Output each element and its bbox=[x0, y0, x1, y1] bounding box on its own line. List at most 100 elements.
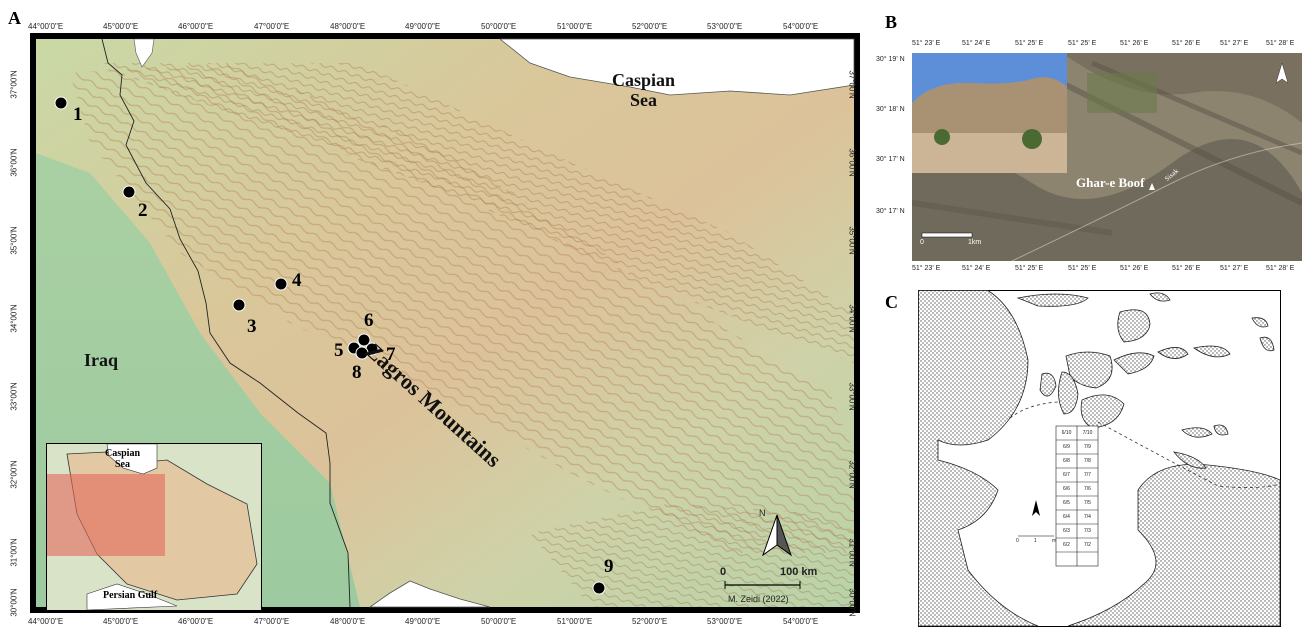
b-lat-tick: 30° 18' N bbox=[876, 106, 905, 113]
grid-cell: 6/2 bbox=[1063, 542, 1070, 548]
b-lon-tick: 51° 25' E bbox=[1015, 265, 1044, 272]
lat-tick: 37°00'N bbox=[847, 70, 857, 99]
lat-tick: 33°00'N bbox=[847, 382, 857, 411]
lon-tick: 49°00'0"E bbox=[405, 22, 441, 31]
grid-cell: 7/6 bbox=[1084, 486, 1091, 492]
grid-cell: 7/9 bbox=[1084, 444, 1091, 450]
lon-tick: 46°00'0"E bbox=[178, 617, 214, 626]
b-lon-tick: 51° 25' E bbox=[1068, 265, 1097, 272]
scale-bar-b bbox=[921, 232, 973, 238]
lon-tick: 49°00'0"E bbox=[405, 617, 441, 626]
grid-cell: 6/6 bbox=[1063, 486, 1070, 492]
lon-tick: 44°00'0"E bbox=[28, 617, 64, 626]
lon-tick: 48°00'0"E bbox=[330, 22, 366, 31]
b-lon-tick: 51° 28' E bbox=[1266, 40, 1295, 47]
inset-caspian-line-1: Caspian bbox=[105, 448, 141, 459]
grid-cell: 6/8 bbox=[1063, 458, 1070, 464]
site-label-3: 3 bbox=[247, 316, 257, 337]
cave-plan bbox=[918, 290, 1281, 627]
b-lon-tick: 51° 26' E bbox=[1120, 265, 1149, 272]
grid-cell: 6/9 bbox=[1063, 444, 1070, 450]
grid-cell: 6/3 bbox=[1063, 528, 1070, 534]
lon-tick: 52°00'0"E bbox=[632, 617, 668, 626]
iraq-label: Iraq bbox=[84, 350, 119, 370]
lon-tick: 47°00'0"E bbox=[254, 617, 290, 626]
inset-gulf-label: Persian Gulf bbox=[103, 590, 158, 601]
lat-tick: 37°00'N bbox=[9, 70, 19, 99]
inset-caspian-label: Caspian Sea bbox=[105, 448, 140, 470]
b-lon-tick: 51° 27' E bbox=[1220, 265, 1249, 272]
b-lon-tick: 51° 23' E bbox=[912, 40, 941, 47]
satellite-image bbox=[912, 53, 1302, 261]
b-lon-tick: 51° 23' E bbox=[912, 265, 941, 272]
b-lat-tick: 30° 17' N bbox=[876, 208, 905, 215]
grid-cell: 7/10 bbox=[1082, 430, 1093, 436]
grid-cell: 7/7 bbox=[1084, 472, 1091, 478]
lon-tick: 45°00'0"E bbox=[103, 22, 139, 31]
satellite-panel: Ghar-e Boof Sisak 0 1km bbox=[912, 53, 1302, 261]
lon-tick: 50°00'0"E bbox=[481, 617, 517, 626]
b-lon-tick: 51° 25' E bbox=[1068, 40, 1097, 47]
grid-cell: 6/5 bbox=[1063, 500, 1070, 506]
north-arrow-b-icon bbox=[1275, 62, 1289, 84]
lon-tick: 53°00'0"E bbox=[707, 22, 743, 31]
lon-tick: 52°00'0"E bbox=[632, 22, 668, 31]
b-lon-tick: 51° 26' E bbox=[1120, 40, 1149, 47]
main-map bbox=[30, 33, 860, 613]
lon-tick: 45°00'0"E bbox=[103, 617, 139, 626]
lat-tick: 36°00'N bbox=[847, 148, 857, 177]
lat-tick: 35°00'N bbox=[9, 226, 19, 255]
site-marker-b bbox=[1149, 183, 1155, 190]
grid-cell: 7/8 bbox=[1084, 458, 1091, 464]
north-label: N bbox=[759, 508, 766, 518]
lat-tick: 36°00'N bbox=[9, 148, 19, 177]
lon-tick: 51°00'0"E bbox=[557, 617, 593, 626]
b-lon-tick: 51° 26' E bbox=[1172, 40, 1201, 47]
lon-tick: 47°00'0"E bbox=[254, 22, 290, 31]
b-lon-tick: 51° 28' E bbox=[1266, 265, 1295, 272]
panel-label-a: A bbox=[8, 8, 21, 28]
lat-tick: 30°00'N bbox=[9, 588, 19, 617]
b-lon-tick: 51° 27' E bbox=[1220, 40, 1249, 47]
site-marker-8 bbox=[355, 346, 369, 360]
lat-tick: 33°00'N bbox=[9, 382, 19, 411]
site-label-6: 6 bbox=[364, 310, 374, 331]
lon-tick: 54°00'0"E bbox=[783, 22, 819, 31]
site-label-5: 5 bbox=[334, 340, 344, 361]
lon-tick: 50°00'0"E bbox=[481, 22, 517, 31]
c-scale-zero: 0 bbox=[1016, 538, 1019, 544]
b-lon-tick: 51° 24' E bbox=[962, 265, 991, 272]
site-label-9: 9 bbox=[604, 556, 614, 577]
grid-cell: 7/4 bbox=[1084, 514, 1091, 520]
inset-caspian-line-2: Sea bbox=[115, 459, 130, 470]
inset-map: Caspian Sea Persian Gulf bbox=[46, 443, 262, 611]
site-marker-1 bbox=[54, 96, 68, 110]
lon-tick: 54°00'0"E bbox=[783, 617, 819, 626]
c-scale-one: 1 bbox=[1034, 538, 1037, 544]
grid-cell: 7/5 bbox=[1084, 500, 1091, 506]
site-marker-9 bbox=[592, 581, 606, 595]
site-marker-2 bbox=[122, 185, 136, 199]
b-lon-tick: 51° 26' E bbox=[1172, 265, 1201, 272]
lat-tick: 32°00'N bbox=[9, 460, 19, 489]
caspian-sea-label: Caspian Sea bbox=[612, 70, 675, 110]
c-scale-m: m bbox=[1052, 538, 1057, 544]
scale-end-b: 1km bbox=[968, 239, 982, 246]
lon-tick: 48°00'0"E bbox=[330, 617, 366, 626]
panel-label-b: B bbox=[885, 12, 898, 32]
grid-cell: 7/2 bbox=[1084, 542, 1091, 548]
site-name-label: Ghar-e Boof bbox=[1076, 175, 1145, 190]
site-label-4: 4 bbox=[292, 270, 302, 291]
b-lon-tick: 51° 25' E bbox=[1015, 40, 1044, 47]
lat-tick: 35°00'N bbox=[847, 226, 857, 255]
lat-tick: 31°00'N bbox=[9, 538, 19, 567]
site-marker-4 bbox=[274, 277, 288, 291]
lon-tick: 51°00'0"E bbox=[557, 22, 593, 31]
north-arrow-c-icon bbox=[1032, 500, 1040, 516]
b-lat-tick: 30° 19' N bbox=[876, 56, 905, 63]
lat-tick: 34°00'N bbox=[9, 304, 19, 333]
scale-end: 100 km bbox=[780, 566, 818, 578]
b-lon-tick: 51° 24' E bbox=[962, 40, 991, 47]
grid-cell: 7/3 bbox=[1084, 528, 1091, 534]
grid-cell: 6/10 bbox=[1061, 430, 1072, 436]
